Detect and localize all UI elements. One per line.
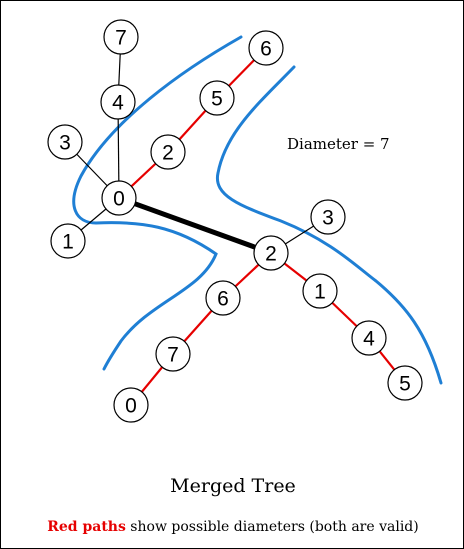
node-label: 0: [113, 188, 125, 211]
node-label: 1: [314, 281, 326, 304]
node-B1: 1: [302, 273, 338, 309]
node-A4: 4: [100, 84, 136, 120]
node-label: 1: [62, 231, 74, 254]
node-A7: 7: [103, 19, 139, 55]
diagram-note: Red paths show possible diameters (both …: [1, 519, 463, 535]
node-circle: [100, 84, 136, 120]
node-label: 7: [167, 344, 179, 367]
node-B4: 4: [351, 320, 387, 356]
node-circle: [199, 80, 235, 116]
node-label: 2: [162, 142, 174, 165]
node-A5: 5: [199, 80, 235, 116]
note-highlight: Red paths: [47, 519, 126, 535]
node-circle: [205, 280, 241, 316]
boundary-curve-2: [215, 65, 443, 385]
tree-nodes: 0 1 3 4 7 2 5 6 2 3 1 4 5 6 7 0: [47, 19, 423, 423]
note-text: show possible diameters (both are valid): [125, 519, 419, 535]
node-label: 5: [399, 373, 411, 396]
node-label: 4: [112, 92, 124, 115]
node-B7: 7: [155, 336, 191, 372]
node-circle: [253, 235, 289, 271]
boundary-curve-1: [72, 35, 243, 371]
node-label: 3: [322, 207, 334, 230]
node-label: 0: [125, 395, 137, 418]
subtree-boundaries: [72, 35, 443, 385]
node-circle: [351, 320, 387, 356]
node-A1: 1: [50, 223, 86, 259]
node-circle: [155, 336, 191, 372]
node-label: 6: [217, 288, 229, 311]
diagram-title: Merged Tree: [170, 475, 296, 497]
diameter-annotation: Diameter = 7: [287, 135, 390, 153]
node-circle: [50, 223, 86, 259]
node-label: 7: [115, 27, 127, 50]
node-circle: [113, 387, 149, 423]
node-label: 5: [211, 88, 223, 111]
node-circle: [302, 273, 338, 309]
node-label: 3: [59, 132, 71, 155]
node-circle: [47, 124, 83, 160]
edge-A0-B2: [118, 195, 272, 256]
node-A3: 3: [47, 124, 83, 160]
node-label: 6: [260, 38, 272, 61]
node-circle: [103, 19, 139, 55]
node-circle: [387, 365, 423, 401]
node-A2: 2: [150, 134, 186, 170]
node-circle: [150, 134, 186, 170]
node-B3: 3: [310, 199, 346, 235]
node-circle: [248, 30, 284, 66]
node-A0: 0: [101, 180, 137, 216]
node-B6: 6: [205, 280, 241, 316]
node-label: 2: [265, 243, 277, 266]
node-B0: 0: [113, 387, 149, 423]
node-A6: 6: [248, 30, 284, 66]
node-B5: 5: [387, 365, 423, 401]
node-B2: 2: [253, 235, 289, 271]
node-circle: [101, 180, 137, 216]
node-circle: [310, 199, 346, 235]
node-label: 4: [363, 328, 375, 351]
